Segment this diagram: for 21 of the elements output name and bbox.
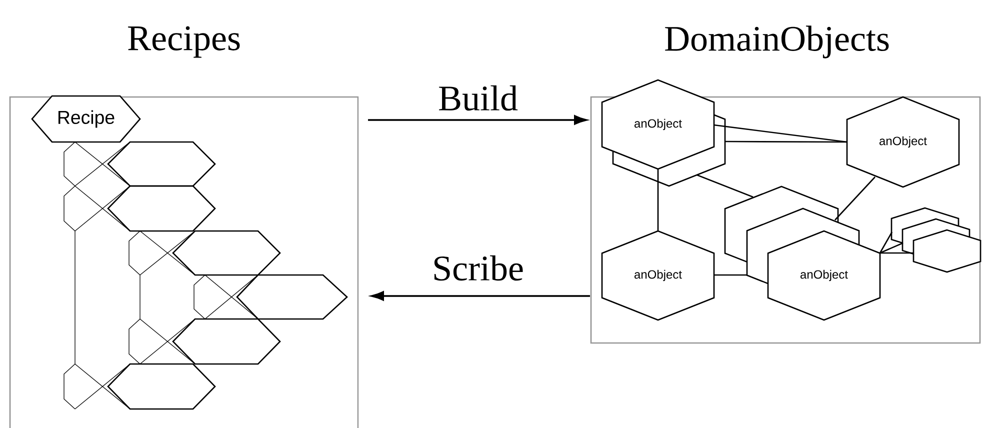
hexagon-stack (890, 207, 982, 273)
hexagon-node: anObject (846, 96, 960, 188)
connector-line (879, 232, 893, 254)
hexagon-node: Recipe (31, 95, 141, 143)
connector-line (880, 252, 913, 254)
connector-line (880, 242, 904, 254)
edge-label: Scribe (430, 254, 526, 282)
arrow (371, 291, 590, 301)
connector-line (714, 274, 747, 276)
connector-line (714, 124, 848, 143)
hexagon-stack: anObject (724, 186, 881, 321)
panel-heading: DomainObjects (665, 26, 889, 58)
connector-line (725, 140, 847, 143)
hexagon-stack: anObject (601, 79, 726, 187)
connector-line (657, 169, 659, 231)
hexagon-node: anObject (601, 230, 715, 321)
edge-label: Build (436, 84, 520, 112)
panel-heading: Recipes (128, 26, 240, 58)
connector-line (696, 174, 754, 198)
connector-line (834, 176, 876, 220)
arrow (368, 115, 587, 125)
